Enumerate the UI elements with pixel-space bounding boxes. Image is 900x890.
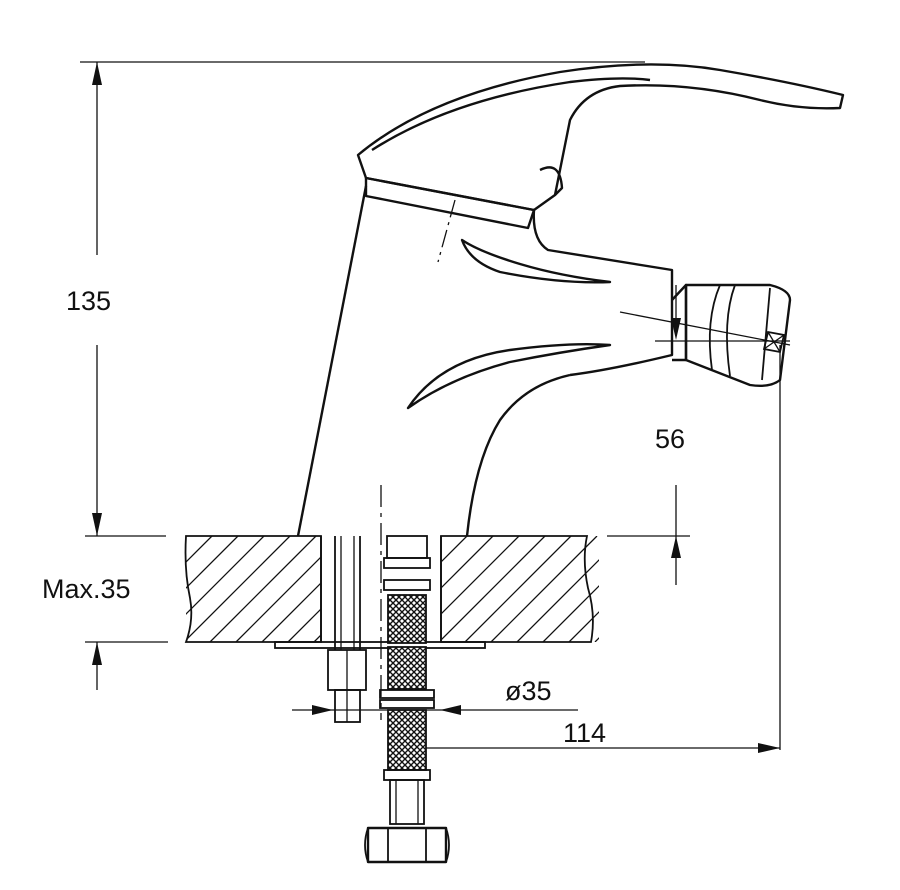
hatch-line: [699, 536, 805, 642]
arrow-up-135: [92, 62, 102, 85]
hatch-line: [441, 536, 494, 589]
hatch-line: [235, 556, 321, 642]
dimension-label-diameter35: ø35: [505, 676, 552, 706]
hatch-line: [441, 536, 546, 641]
arrow-right-114: [758, 743, 780, 753]
counter-slab: [184, 535, 805, 649]
hatch-line: [542, 585, 599, 642]
hatch-line: [490, 536, 598, 642]
dimension-label-max35: Max.35: [42, 574, 131, 604]
dimension-label-114: 114: [563, 718, 606, 748]
hatch-line: [647, 536, 753, 642]
hatch-line: [568, 611, 599, 642]
arrow-down-135: [92, 513, 102, 536]
dimension-lines: [80, 61, 791, 753]
faucet-body: [296, 63, 845, 537]
hatch-line: [287, 608, 321, 642]
flexible-hose: [364, 535, 450, 864]
dimension-label-56: 56: [655, 424, 685, 454]
arrow-left-35b: [440, 705, 461, 715]
hatch-line: [594, 637, 599, 642]
dimension-label-135: 135: [66, 286, 111, 316]
hatch-line: [516, 559, 599, 642]
arrow-up-max35: [92, 642, 102, 665]
hatch-line: [186, 536, 291, 641]
arrow-up-56: [671, 536, 681, 558]
hatch-line: [186, 536, 213, 563]
mounting-stud: [327, 536, 367, 723]
hatch-line: [418, 536, 524, 642]
hatch-line: [464, 536, 572, 642]
hatch-line: [186, 536, 239, 589]
hatch-line: [441, 536, 468, 563]
arrow-right-35a: [312, 705, 333, 715]
hatch-line: [673, 536, 779, 642]
hatch-line: [186, 536, 265, 615]
hatch-line: [209, 536, 317, 642]
hatch-line: [261, 582, 321, 642]
hatch-line: [441, 536, 520, 615]
